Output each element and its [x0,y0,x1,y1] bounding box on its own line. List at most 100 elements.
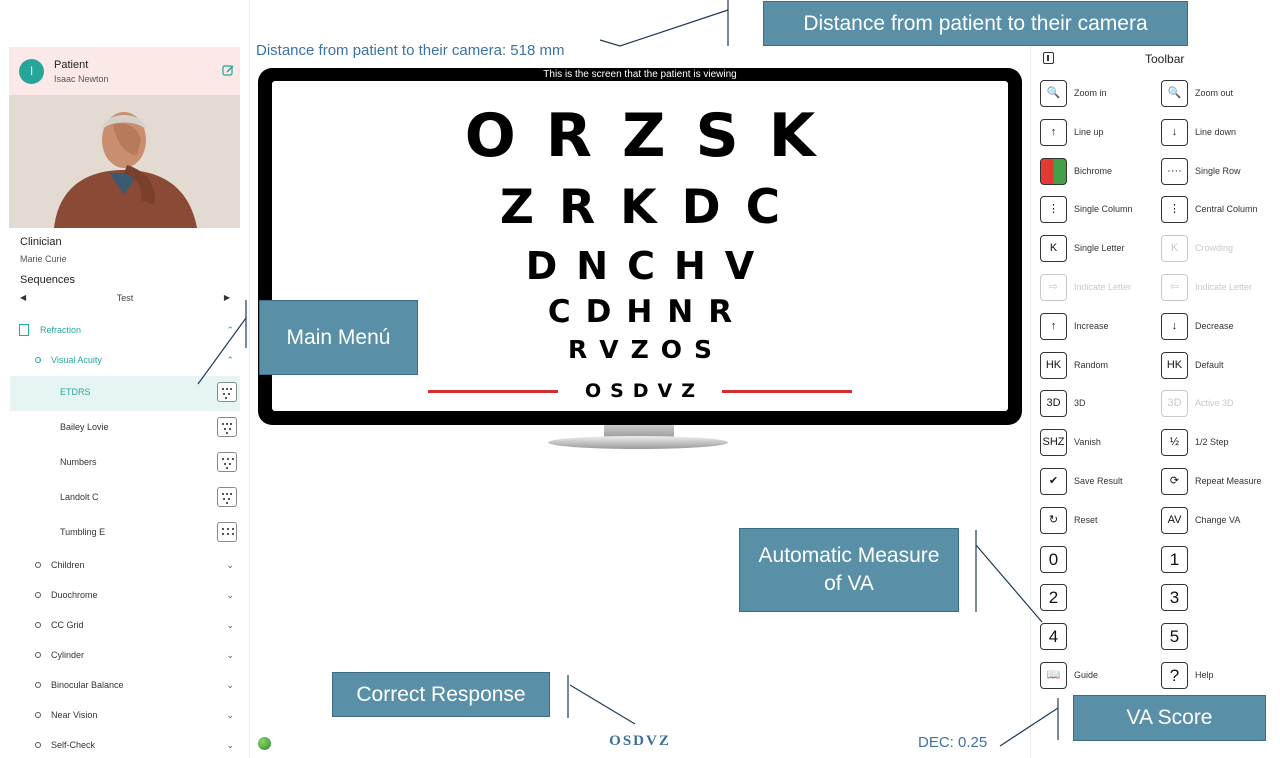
sequence-prev-icon[interactable]: ◀ [20,293,27,302]
single-row-button[interactable]: ···· [1161,157,1188,185]
tool-zoom-out[interactable]: 🔍Zoom out [1161,80,1280,108]
default-button[interactable]: HK [1161,351,1188,379]
tool-bichrome[interactable]: Bichrome [1040,157,1160,186]
repeat-measure-button[interactable]: ⟳ [1161,468,1188,495]
chart-item-numbers[interactable]: Numbers [10,446,240,481]
menu-item-self-check[interactable]: Self-Check ⌄ [10,731,240,758]
digit-3-button[interactable]: 3 [1161,584,1188,612]
edit-icon[interactable] [222,64,234,76]
menu-item-near-vision[interactable]: Near Vision ⌄ [10,701,240,731]
tool-label: Default [1195,359,1224,370]
sequence-next-icon[interactable]: ▶ [223,293,230,302]
digit-0-button[interactable]: 0 [1040,545,1067,573]
tool-indicate-letter[interactable]: ⇦Indicate Letter [1161,274,1280,302]
tool-digit-1[interactable]: 1 [1161,545,1280,574]
guide-button[interactable]: 📖 [1040,662,1067,689]
correct-response-text: OSDVZ [609,733,671,749]
tool-digit-4[interactable]: 4 [1040,623,1160,651]
chart-item-tumbling-e[interactable]: Tumbling E [10,516,240,551]
tool-indicate-letter[interactable]: ⇨Indicate Letter [1040,274,1160,302]
menu-item-visual-acuity[interactable]: Visual Acuity ⌃ [10,346,240,376]
chart-item-etdrs[interactable]: ETDRS [10,376,240,411]
indicate-letter-button[interactable]: ⇦ [1161,274,1188,301]
tool-zoom-in[interactable]: 🔍Zoom in [1040,80,1160,108]
chart-row-3: DNCHV [525,244,774,288]
tool-digit-0[interactable]: 0 [1040,545,1160,574]
random-button[interactable]: HK [1040,351,1067,379]
tool-line-up[interactable]: ↑Line up [1040,118,1160,147]
single-letter-button[interactable]: K [1040,235,1067,263]
zoom-in-button[interactable]: 🔍 [1040,80,1067,107]
1-2-step-button[interactable]: ½ [1161,429,1188,457]
tool-default[interactable]: HK Default [1161,351,1280,380]
tool-repeat-measure[interactable]: ⟳Repeat Measure [1161,468,1280,496]
menu-item-refraction[interactable]: Refraction ⌃ [10,316,240,346]
chevron-down-icon: ⌄ [226,590,234,600]
tool-line-down[interactable]: ↓Line down [1161,118,1280,147]
active-3d-button[interactable]: 3D [1161,390,1188,418]
patient-card: I Patient Isaac Newton [9,47,240,95]
digit-5-button[interactable]: 5 [1161,623,1188,651]
bullet-icon [35,682,41,688]
single-column-button[interactable]: ⋮ [1040,196,1067,224]
bichrome-button[interactable] [1040,157,1067,185]
sequences-label: Sequences [20,274,76,286]
menu-item-duochrome[interactable]: Duochrome ⌄ [10,581,240,611]
3d-button[interactable]: 3D [1040,390,1067,418]
line-up-button[interactable]: ↑ [1040,118,1067,146]
bullet-icon [35,357,41,363]
reset-button[interactable]: ↻ [1040,506,1067,534]
chart-item-label: Numbers [60,457,97,467]
menu-item-label: Refraction [40,325,82,335]
indicate-letter-button[interactable]: ⇨ [1040,274,1067,301]
vanish-button[interactable]: SHZ [1040,429,1067,457]
tool-single-row[interactable]: ····Single Row [1161,157,1280,186]
zoom-out-button[interactable]: 🔍 [1161,80,1188,107]
chart-thumbnail-icon [217,382,237,402]
help-button[interactable]: ? [1161,662,1188,689]
chevron-down-icon: ⌄ [226,710,234,720]
increase-button[interactable]: ↑ [1040,312,1067,340]
tool-guide[interactable]: 📖Guide [1040,662,1160,690]
tool-digit-3[interactable]: 3 [1161,584,1280,612]
decrease-button[interactable]: ↓ [1161,312,1188,340]
tool-central-column[interactable]: ⋮Central Column [1161,196,1280,224]
menu-item-cylinder[interactable]: Cylinder ⌄ [10,641,240,671]
line-down-button[interactable]: ↓ [1161,118,1188,146]
central-column-button[interactable]: ⋮ [1161,196,1188,224]
toolbar-collapse-icon[interactable] [1043,52,1054,64]
tool-decrease[interactable]: ↓Decrease [1161,312,1280,341]
chart-item-bailey-lovie[interactable]: Bailey Lovie [10,411,240,446]
tool-increase[interactable]: ↑Increase [1040,312,1160,341]
chart-item-label: ETDRS [60,387,91,397]
callout-main-menu: Main Menú [259,300,418,375]
tool-save-result[interactable]: ✔Save Result [1040,468,1160,496]
menu-item-binocular-balance[interactable]: Binocular Balance ⌄ [10,671,240,701]
tool-single-column[interactable]: ⋮Single Column [1040,196,1160,224]
tool-label: Active 3D [1195,398,1234,409]
tool-digit-2[interactable]: 2 [1040,584,1160,612]
digit-1-button[interactable]: 1 [1161,545,1188,573]
crowding-button[interactable]: K [1161,235,1188,263]
tool-help[interactable]: ?Help [1161,662,1280,690]
chart-item-landolt-c[interactable]: Landolt C [10,481,240,516]
chart-row-2: ZRKDC [499,180,806,235]
sidebar: I Patient Isaac Newton Clinician Marie C… [0,0,250,758]
tool-active-3d[interactable]: 3D Active 3D [1161,390,1280,418]
menu-item-cc-grid[interactable]: CC Grid ⌄ [10,611,240,641]
menu-item-children[interactable]: Children ⌄ [10,551,240,581]
change-va-button[interactable]: AV [1161,506,1188,534]
tool-reset[interactable]: ↻Reset [1040,506,1160,535]
save-result-button[interactable]: ✔ [1040,468,1067,495]
digit-2-button[interactable]: 2 [1040,584,1067,612]
digit-4-button[interactable]: 4 [1040,623,1067,651]
tool-digit-5[interactable]: 5 [1161,623,1280,651]
chart-item-label: Landolt C [60,492,99,502]
